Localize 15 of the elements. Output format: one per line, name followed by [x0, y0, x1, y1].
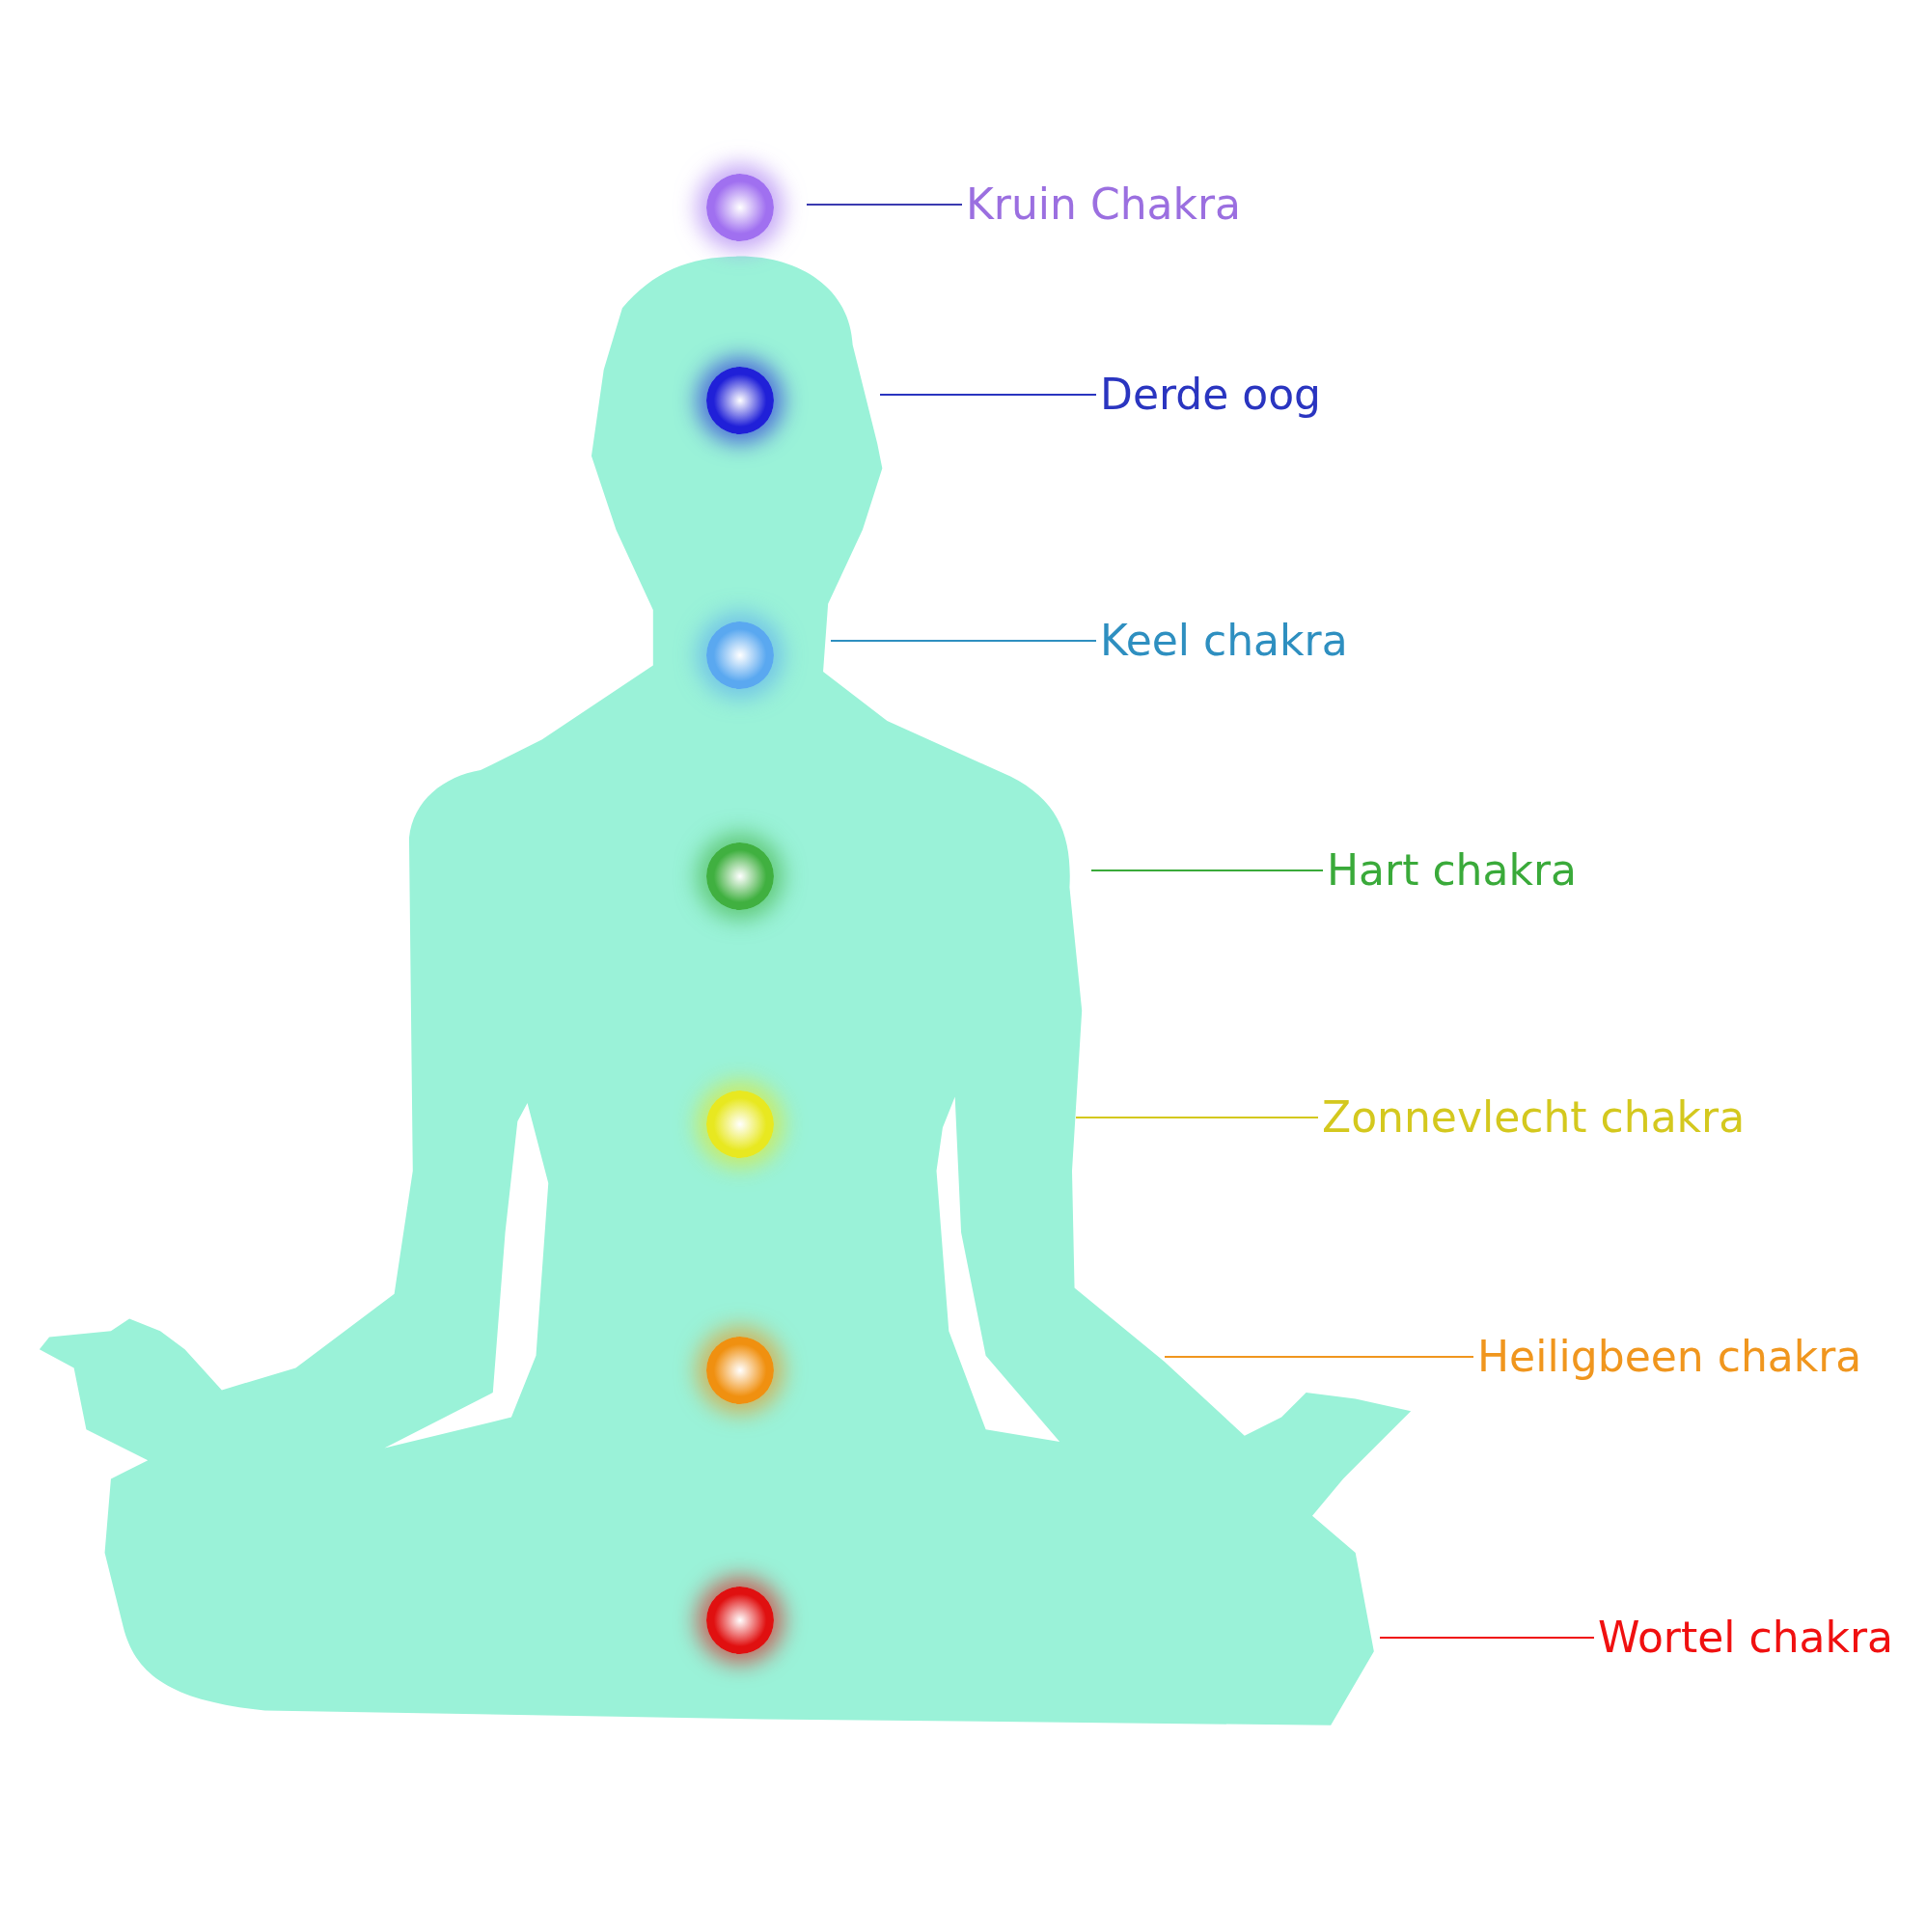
leader-line [1379, 1637, 1595, 1639]
leader-line [806, 204, 963, 206]
leader-line [879, 394, 1097, 396]
leader-line [830, 640, 1097, 642]
chakra-label: Hart chakra [1327, 844, 1577, 897]
chakra-label: Derde oog [1100, 369, 1322, 421]
chakra-label: Wortel chakra [1598, 1612, 1894, 1664]
chakra-label: Keel chakra [1100, 615, 1348, 667]
leader-line [1164, 1356, 1474, 1358]
chakra-label: Heiligbeen chakra [1477, 1331, 1862, 1383]
chakra-label: Kruin Chakra [966, 179, 1242, 231]
leader-line [1090, 869, 1324, 871]
chakra-label: Zonnevlecht chakra [1322, 1091, 1746, 1144]
leader-line [1075, 1117, 1319, 1118]
chakra-dot [706, 174, 774, 241]
